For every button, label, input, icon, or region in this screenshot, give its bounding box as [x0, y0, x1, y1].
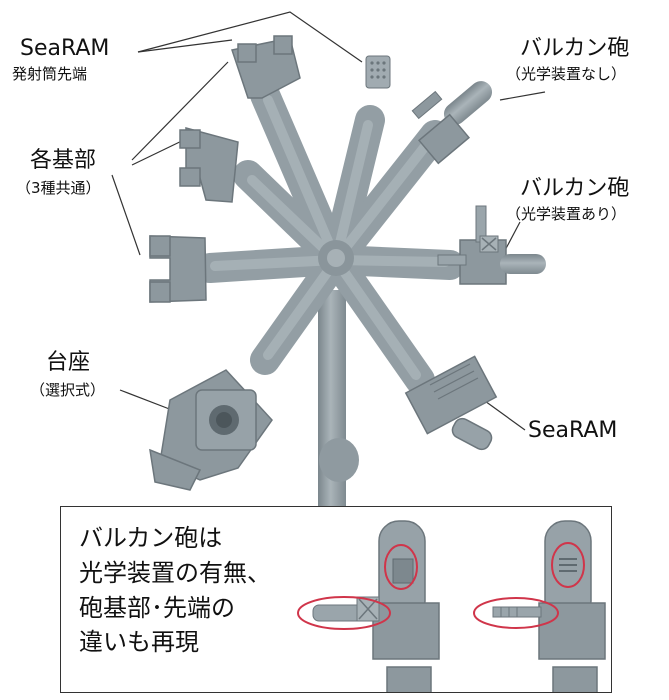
- callout-text: バルカン砲は 光学装置の有無、 砲基部･先端の 違いも再現: [79, 521, 271, 660]
- label-searam-tip-sub: 発射筒先端: [12, 65, 88, 83]
- label-bases-line1: 各基部: [30, 148, 97, 173]
- searam-tip-piece: [365, 55, 391, 89]
- label-searam-tip-line2: 発射筒先端: [12, 65, 88, 83]
- vulcan-optics-part: [437, 205, 546, 285]
- searam-part: [404, 355, 498, 451]
- label-bases: 各基部: [30, 148, 96, 173]
- callout-box: バルカン砲は 光学装置の有無、 砲基部･先端の 違いも再現: [60, 506, 612, 693]
- label-vulcan-no-optics-sub: （光学装置なし）: [506, 65, 627, 83]
- label-searam-tip: SeaRAM: [20, 36, 109, 61]
- label-vulcan-optics-line1: バルカン砲: [520, 176, 630, 201]
- label-searam: SeaRAM: [528, 418, 617, 443]
- label-vulcan-no-optics: バルカン砲: [520, 36, 629, 61]
- callout-line-1: バルカン砲は: [79, 524, 223, 552]
- label-searam-tip-line1: SeaRAM: [20, 36, 110, 61]
- vulcan-no-optics-part: [411, 81, 493, 165]
- label-vulcan-no-optics-line2: （光学装置なし）: [506, 65, 627, 83]
- base-parts: [149, 127, 239, 303]
- vulcan-detail-optics: [297, 520, 440, 692]
- label-stand: 台座: [46, 350, 90, 375]
- label-vulcan-optics-line2: （光学装置あり）: [506, 205, 627, 223]
- searam-launcher-tip-part: [231, 35, 301, 99]
- label-vulcan-optics: バルカン砲: [520, 176, 629, 201]
- callout-line-2: 光学装置の有無、: [79, 558, 271, 587]
- sprue-runners: [195, 80, 465, 510]
- label-vulcan-no-optics-line1: バルカン砲: [520, 36, 630, 61]
- leader-lines: [111, 11, 546, 431]
- vulcan-detail-photos: [297, 520, 606, 692]
- label-stand-sub: （選択式）: [30, 381, 106, 399]
- stand-part: [149, 369, 273, 491]
- callout-line-3: 砲基部･先端の: [79, 593, 235, 622]
- vulcan-detail-no-optics: [473, 520, 606, 692]
- label-vulcan-optics-sub: （光学装置あり）: [506, 205, 627, 223]
- label-bases-sub: （3種共通）: [16, 179, 101, 197]
- label-stand-line1: 台座: [46, 350, 91, 375]
- callout-line-4: 違いも再現: [79, 628, 199, 657]
- label-stand-line2: （選択式）: [30, 381, 106, 399]
- label-bases-line2: （3種共通）: [16, 179, 101, 197]
- label-searam-line1: SeaRAM: [528, 418, 618, 443]
